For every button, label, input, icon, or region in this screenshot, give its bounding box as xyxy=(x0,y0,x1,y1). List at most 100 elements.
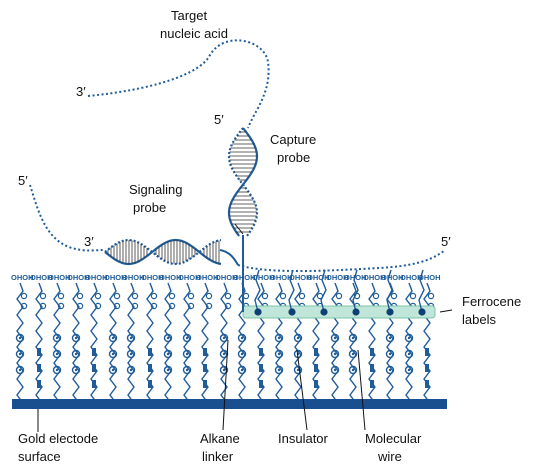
ferrocene-tether xyxy=(288,269,295,313)
ester-loop xyxy=(20,302,28,310)
monolayer-chain: OHOH xyxy=(122,273,145,404)
insulator-ring-core xyxy=(18,368,22,372)
monolayer-chain: OHOH xyxy=(400,273,423,404)
label-gold-line1: Gold electode xyxy=(18,431,98,446)
insulator-ring xyxy=(15,365,25,375)
ester-loop xyxy=(205,302,213,310)
wire-segment xyxy=(37,380,41,388)
alkane-chain xyxy=(386,282,394,404)
ferrocene-dot xyxy=(418,308,426,316)
insulator-ring xyxy=(219,365,229,375)
hydroxyl-head-group: OHOH xyxy=(11,273,34,282)
label-ferrocene-line2: labels xyxy=(462,312,496,327)
ester-loop xyxy=(94,292,102,300)
monolayer-chain: OHOH xyxy=(11,273,34,404)
ester-loop xyxy=(94,302,102,310)
monolayer-chain: OHOH xyxy=(270,273,293,404)
target-right-strand xyxy=(237,249,446,272)
monolayer-chain: OHOH xyxy=(252,273,275,404)
insulator-ring-core xyxy=(129,336,133,340)
wire-segment xyxy=(370,348,374,356)
wire-segment xyxy=(370,364,374,372)
ester-loop xyxy=(39,302,47,310)
hydroxyl-head-group: OHOH xyxy=(122,273,145,282)
insulator-ring-core xyxy=(18,336,22,340)
hydroxyl-head-group: OHOH xyxy=(30,273,53,282)
insulator-ring-core xyxy=(222,368,226,372)
insulator-ring-core xyxy=(185,352,189,356)
alkane-chain xyxy=(294,282,302,404)
wire-segment xyxy=(370,380,374,388)
wire-segment xyxy=(203,364,207,372)
insulator-ring xyxy=(15,349,25,359)
insulator-ring xyxy=(385,349,395,359)
monolayer-chain: OHOH xyxy=(326,273,349,404)
monolayer-chain: OHOH xyxy=(85,273,108,404)
insulator-ring-core xyxy=(111,368,115,372)
wire-segment xyxy=(259,364,263,372)
hydroxyl-head-group: OHOH xyxy=(326,273,349,282)
ester-loop xyxy=(279,292,287,300)
label-signaling-line2: probe xyxy=(133,200,166,215)
hydroxyl-head-group: OHOH xyxy=(270,273,293,282)
monolayer-chain: OHOH xyxy=(141,273,164,404)
insulator-ring xyxy=(274,333,284,343)
insulator-ring-core xyxy=(111,336,115,340)
ester-loop xyxy=(76,302,84,310)
insulator-ring-core xyxy=(185,336,189,340)
hydroxyl-head-group: OHOH xyxy=(363,273,386,282)
hydroxyl-head-group: OHOH xyxy=(289,273,312,282)
capture-probe-helix xyxy=(227,127,259,237)
end-signal-3prime: 3′ xyxy=(84,234,94,249)
monolayer-chain: OHOH xyxy=(30,273,53,404)
monolayer-chain: OHOH xyxy=(363,273,386,404)
alkane-chain xyxy=(164,282,172,404)
insulator-ring xyxy=(385,365,395,375)
ester-loop xyxy=(224,292,232,300)
alkane-chain xyxy=(16,282,24,404)
label-capture-line1: Capture xyxy=(270,132,316,147)
insulator-ring-core xyxy=(351,336,355,340)
monolayer-chain: OHOH xyxy=(67,273,90,404)
ester-loop xyxy=(57,302,65,310)
ferrocene-dot xyxy=(352,308,360,316)
ferrocene-tether xyxy=(418,269,425,313)
ester-loop xyxy=(168,292,176,300)
self-assembled-monolayer: OHOHOHOHOHOHOHOHOHOHOHOHOHOHOHOHOHOHOHOH… xyxy=(11,273,441,404)
ester-loop xyxy=(168,302,176,310)
ferrocene-tether xyxy=(320,269,327,313)
insulator-ring xyxy=(71,349,81,359)
wire-segment xyxy=(92,348,96,356)
hydroxyl-head-group: OHOH xyxy=(85,273,108,282)
ferrocene-dot xyxy=(254,308,262,316)
insulator-ring-core xyxy=(240,336,244,340)
wire-segment xyxy=(92,380,96,388)
end-right-5prime: 5′ xyxy=(441,234,451,249)
signal-strand-a xyxy=(104,238,222,266)
insulator-ring xyxy=(52,349,62,359)
insulator-ring xyxy=(163,349,173,359)
label-signaling-line1: Signaling xyxy=(129,182,183,197)
insulator-ring xyxy=(182,333,192,343)
insulator-ring-core xyxy=(111,352,115,356)
insulator-ring-core xyxy=(407,352,411,356)
label-ferrocene-line1: Ferrocene xyxy=(462,294,521,309)
insulator-ring xyxy=(348,365,358,375)
hydroxyl-head-group: OHOH xyxy=(178,273,201,282)
wire-segment xyxy=(148,348,152,356)
insulator-ring-core xyxy=(55,352,59,356)
ester-loop xyxy=(390,292,398,300)
monolayer-chain: OHOH xyxy=(196,273,219,404)
signaling-probe-link xyxy=(219,249,239,266)
insulator-ring xyxy=(52,333,62,343)
hydroxyl-head-group: OHOH xyxy=(67,273,90,282)
wire-segment xyxy=(259,380,263,388)
insulator-ring xyxy=(71,365,81,375)
monolayer-chain: OHOH xyxy=(344,273,367,404)
wire-segment xyxy=(203,380,207,388)
target-nucleic-acid-strand xyxy=(87,39,270,129)
alkane-chain xyxy=(72,282,80,404)
label-capture-line2: probe xyxy=(277,150,310,165)
label-wire-line1: Molecular xyxy=(365,431,422,446)
ferrocene-highlight xyxy=(242,305,436,319)
